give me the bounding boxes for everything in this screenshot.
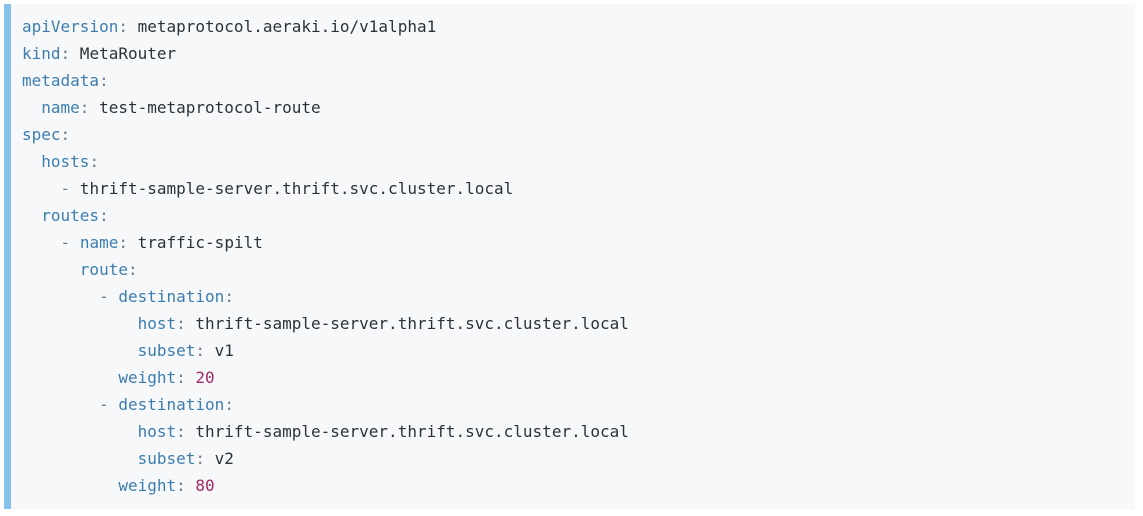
- yaml-key: name: [79, 233, 119, 252]
- yaml-number: 20: [195, 368, 215, 387]
- yaml-value: [22, 395, 99, 414]
- yaml-code: apiVersion: metaprotocol.aeraki.io/v1alp…: [11, 4, 645, 509]
- yaml-value: MetaRouter: [70, 44, 177, 63]
- yaml-value: test-metaprotocol-route: [89, 98, 321, 117]
- yaml-punctuation: :: [60, 125, 71, 144]
- yaml-value: [22, 449, 138, 468]
- yaml-punctuation: :: [224, 287, 234, 306]
- yaml-value: [70, 233, 80, 252]
- yaml-key: name: [41, 98, 80, 117]
- yaml-value: [22, 206, 41, 225]
- yaml-key: apiVersion: [22, 17, 119, 36]
- yaml-punctuation: :: [99, 206, 109, 225]
- yaml-value: thrift-sample-server.thrift.svc.cluster.…: [185, 422, 629, 441]
- yaml-value: [22, 98, 41, 117]
- yaml-value: [22, 260, 80, 279]
- yaml-punctuation: -: [99, 287, 109, 306]
- yaml-value: [22, 233, 61, 252]
- yaml-key: spec: [22, 125, 61, 144]
- yaml-value: thrift-sample-server.thrift.svc.cluster.…: [70, 179, 514, 198]
- yaml-punctuation: :: [79, 98, 90, 117]
- yaml-key: metadata: [22, 71, 100, 90]
- yaml-key: route: [79, 260, 128, 279]
- yaml-value: [22, 152, 41, 171]
- code-line: route:: [22, 256, 629, 283]
- yaml-key: host: [137, 314, 177, 333]
- yaml-punctuation: :: [176, 422, 186, 441]
- yaml-punctuation: :: [60, 44, 71, 63]
- code-line: host: thrift-sample-server.thrift.svc.cl…: [22, 310, 629, 337]
- yaml-value: [22, 422, 138, 441]
- code-line: hosts:: [22, 148, 629, 175]
- yaml-punctuation: :: [176, 476, 186, 495]
- code-line: host: thrift-sample-server.thrift.svc.cl…: [22, 418, 629, 445]
- yaml-punctuation: -: [60, 233, 71, 252]
- yaml-key: subset: [137, 449, 196, 468]
- yaml-punctuation: :: [195, 449, 206, 468]
- code-line: subset: v2: [22, 445, 629, 472]
- yaml-punctuation: :: [176, 368, 186, 387]
- yaml-key: destination: [118, 395, 225, 414]
- yaml-key: hosts: [41, 152, 90, 171]
- yaml-value: [22, 179, 61, 198]
- yaml-value: [186, 476, 196, 495]
- yaml-key: weight: [118, 368, 177, 387]
- yaml-key: kind: [22, 44, 61, 63]
- yaml-punctuation: -: [60, 179, 71, 198]
- yaml-value: traffic-spilt: [127, 233, 263, 252]
- yaml-punctuation: :: [89, 152, 100, 171]
- code-line: name: test-metaprotocol-route: [22, 94, 629, 121]
- code-line: - destination:: [22, 391, 629, 418]
- code-line: apiVersion: metaprotocol.aeraki.io/v1alp…: [22, 13, 629, 40]
- yaml-number: 80: [195, 476, 215, 495]
- yaml-value: [22, 314, 138, 333]
- yaml-punctuation: -: [99, 395, 109, 414]
- yaml-value: thrift-sample-server.thrift.svc.cluster.…: [185, 314, 629, 333]
- code-line: weight: 80: [22, 472, 629, 499]
- code-line: - destination:: [22, 283, 629, 310]
- code-line: weight: 20: [22, 364, 629, 391]
- yaml-value: [22, 287, 99, 306]
- yaml-key: host: [137, 422, 177, 441]
- yaml-value: [22, 476, 118, 495]
- code-line: metadata:: [22, 67, 629, 94]
- yaml-punctuation: :: [118, 233, 128, 252]
- yaml-punctuation: :: [118, 17, 128, 36]
- code-line: subset: v1: [22, 337, 629, 364]
- code-line: - name: traffic-spilt: [22, 229, 629, 256]
- yaml-value: v2: [205, 449, 234, 468]
- yaml-value: [109, 287, 119, 306]
- yaml-punctuation: :: [224, 395, 234, 414]
- yaml-punctuation: :: [127, 260, 138, 279]
- yaml-key: subset: [137, 341, 196, 360]
- yaml-value: v1: [205, 341, 234, 360]
- yaml-value: [109, 395, 119, 414]
- yaml-key: weight: [118, 476, 177, 495]
- code-line: spec:: [22, 121, 629, 148]
- yaml-value: [22, 341, 138, 360]
- yaml-key: routes: [41, 206, 100, 225]
- yaml-value: metaprotocol.aeraki.io/v1alpha1: [127, 17, 437, 36]
- yaml-code-block: apiVersion: metaprotocol.aeraki.io/v1alp…: [4, 4, 1135, 509]
- yaml-value: [186, 368, 196, 387]
- code-line: - thrift-sample-server.thrift.svc.cluste…: [22, 175, 629, 202]
- yaml-punctuation: :: [176, 314, 186, 333]
- code-line: routes:: [22, 202, 629, 229]
- yaml-key: destination: [118, 287, 225, 306]
- yaml-punctuation: :: [195, 341, 206, 360]
- yaml-value: [22, 368, 118, 387]
- code-line: kind: MetaRouter: [22, 40, 629, 67]
- yaml-punctuation: :: [99, 71, 109, 90]
- code-block-accent-bar: [4, 4, 11, 509]
